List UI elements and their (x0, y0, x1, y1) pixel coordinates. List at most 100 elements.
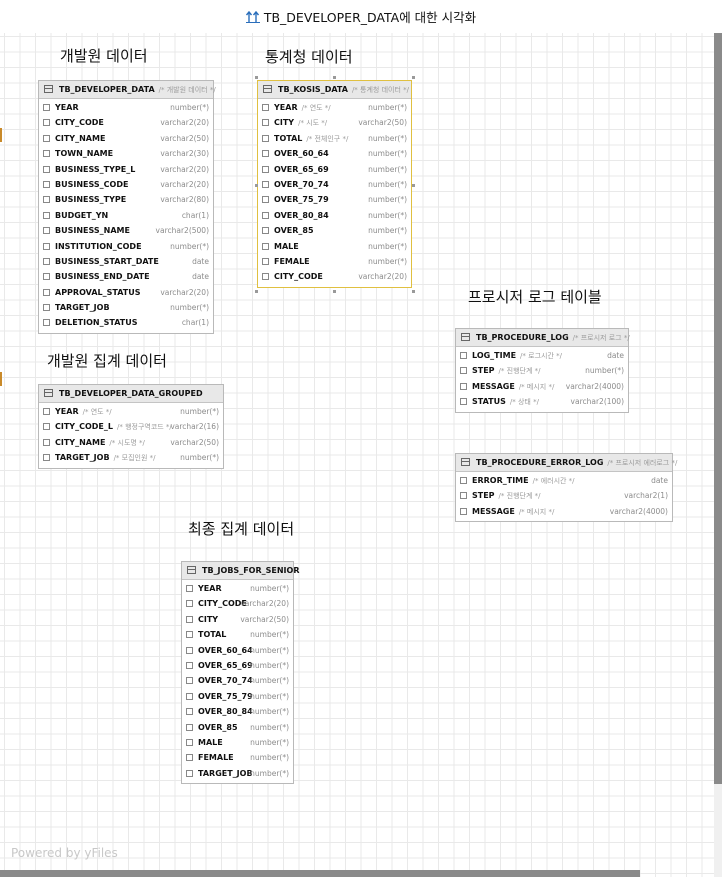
column-type: number(*) (250, 676, 289, 686)
column-row[interactable]: MESSAGE/* 메시지 */varchar2(4000) (456, 504, 672, 519)
column-icon (460, 398, 467, 406)
column-type: number(*) (368, 226, 407, 236)
selection-handle[interactable] (255, 184, 258, 187)
table-tb-kosis-data[interactable]: TB_KOSIS_DATA/* 통계청 데이터 */YEAR/* 연도 */nu… (257, 80, 412, 288)
column-name: ERROR_TIME (472, 476, 529, 485)
edge-marker (0, 128, 2, 142)
column-row[interactable]: TARGET_JOB/* 모집인원 */number(*) (39, 450, 223, 465)
column-row[interactable]: ERROR_TIME/* 에러시간 */date (456, 473, 672, 488)
selection-handle[interactable] (255, 290, 258, 293)
table-columns: YEAR/* 연도 */number(*)CITY/* 시도 */varchar… (258, 99, 411, 287)
selection-handle[interactable] (412, 290, 415, 293)
table-name: TB_DEVELOPER_DATA_GROUPED (59, 389, 203, 398)
column-row[interactable]: YEAR/* 연도 */number(*) (39, 404, 223, 419)
column-row[interactable]: BUSINESS_START_DATE date (39, 254, 213, 269)
vertical-scrollbar-track[interactable] (714, 784, 722, 877)
column-icon (186, 738, 193, 746)
column-row[interactable]: OVER_85 number(*) (258, 223, 411, 238)
column-name: BUSINESS_START_DATE (55, 256, 159, 266)
table-tb-developer-data-grouped[interactable]: TB_DEVELOPER_DATA_GROUPED YEAR/* 연도 */num… (38, 384, 224, 469)
column-name: CITY_NAME (55, 437, 106, 447)
table-header[interactable]: TB_PROCEDURE_LOG/* 프로시저 로그 */ (456, 329, 630, 347)
column-name: OVER_85 (274, 226, 314, 236)
table-header[interactable]: TB_DEVELOPER_DATA/* 개발원 데이터 */ (39, 81, 216, 99)
column-row[interactable]: CITY/* 시도 */varchar2(50) (258, 115, 411, 130)
column-name: STATUS (472, 397, 506, 407)
column-row[interactable]: STATUS/* 상태 */varchar2(100) (456, 394, 628, 409)
table-tb-procedure-log[interactable]: TB_PROCEDURE_LOG/* 프로시저 로그 */LOG_TIME/* … (455, 328, 630, 413)
column-icon (262, 104, 269, 111)
selection-handle[interactable] (412, 184, 415, 187)
selection-handle[interactable] (412, 76, 415, 79)
column-icon (43, 227, 50, 235)
column-icon (262, 180, 269, 188)
horizontal-scrollbar[interactable] (0, 870, 640, 877)
column-icon (43, 273, 50, 281)
vertical-scrollbar[interactable] (714, 33, 722, 784)
column-type: number(*) (368, 179, 407, 189)
column-type: number(*) (368, 195, 407, 205)
group-label-procedure-log: 프로시저 로그 테이블 (468, 288, 602, 306)
selection-handle[interactable] (255, 76, 258, 79)
column-row[interactable]: CITY_CODE_L/* 행정구역코드 */varchar2(16) (39, 419, 223, 434)
table-header[interactable]: TB_KOSIS_DATA/* 통계청 데이터 */ (258, 81, 411, 99)
table-tb-procedure-error-log[interactable]: TB_PROCEDURE_ERROR_LOG/* 프로시저 에러로그 */ERR… (455, 453, 677, 523)
selection-handle[interactable] (333, 290, 336, 293)
table-header[interactable]: TB_DEVELOPER_DATA_GROUPED (39, 385, 223, 403)
column-row[interactable]: CITY_NAME/* 시도명 */varchar2(50) (39, 435, 223, 450)
column-comment: /* 행정구역코드 */ (116, 423, 172, 432)
selection-handle[interactable] (333, 76, 336, 79)
table-header[interactable]: TB_PROCEDURE_ERROR_LOG/* 프로시저 에러로그 */ (456, 454, 677, 472)
column-type: date (192, 256, 209, 266)
table-header[interactable]: TB_JOBS_FOR_SENIOR (182, 562, 299, 580)
column-row[interactable]: YEAR/* 연도 */number(*) (258, 100, 411, 115)
column-row[interactable]: STEP/* 진행단계 */varchar2(1) (456, 488, 672, 503)
column-row[interactable]: MESSAGE/* 메시지 */varchar2(4000) (456, 379, 628, 394)
column-row[interactable]: TOTAL/* 전체인구 */number(*) (258, 131, 411, 146)
column-name: CITY_CODE_L (55, 422, 113, 432)
column-name: BUDGET_YN (55, 210, 109, 220)
column-icon (43, 304, 50, 312)
column-row[interactable]: LOG_TIME/* 로그시간 */date (456, 348, 628, 363)
column-row[interactable]: STEP/* 진행단계 */number(*) (456, 363, 628, 378)
